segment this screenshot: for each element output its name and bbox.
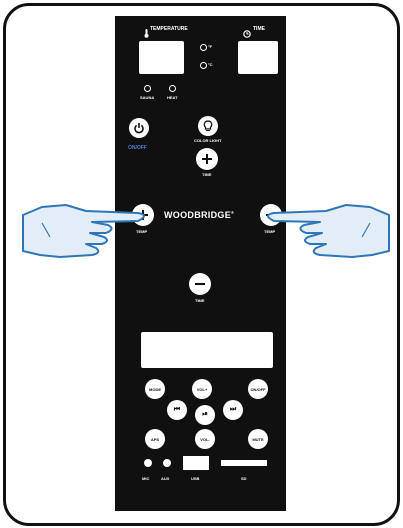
brand-logo: WOODBRIDGE® bbox=[164, 211, 234, 220]
time-minus-label: TIME bbox=[195, 299, 205, 303]
power-button[interactable] bbox=[129, 118, 149, 138]
previous-icon: ⏮ bbox=[174, 406, 180, 414]
clock-icon bbox=[243, 25, 251, 33]
media-display bbox=[141, 332, 273, 368]
time-minus-button[interactable] bbox=[189, 273, 211, 295]
volume-down-button[interactable]: VOL- bbox=[195, 429, 215, 449]
temperature-display bbox=[139, 41, 184, 74]
celsius-indicator bbox=[200, 62, 207, 69]
pointing-hand-right-icon bbox=[20, 201, 152, 263]
aux-label: AUX bbox=[161, 477, 169, 481]
next-track-button[interactable]: ⏭ bbox=[223, 400, 243, 420]
light-bulb-icon bbox=[203, 120, 213, 132]
play-pause-icon: ⏯ bbox=[202, 411, 208, 419]
fahrenheit-label: °F bbox=[208, 45, 212, 49]
time-plus-label: TIME bbox=[202, 173, 212, 177]
brand-name: WOODBRIDGE bbox=[164, 210, 231, 220]
play-pause-button[interactable]: ⏯ bbox=[195, 405, 215, 425]
time-plus-button[interactable] bbox=[196, 148, 218, 170]
next-icon: ⏭ bbox=[230, 406, 236, 414]
plus-icon bbox=[201, 153, 213, 165]
aps-button[interactable]: APS bbox=[145, 429, 165, 449]
sd-label: SD bbox=[241, 477, 247, 481]
heat-label: HEAT bbox=[167, 96, 178, 100]
power-icon bbox=[133, 122, 145, 134]
brand-mark: ® bbox=[231, 210, 234, 215]
volume-up-button[interactable]: VOL+ bbox=[192, 379, 212, 399]
usb-port[interactable] bbox=[183, 456, 209, 470]
temperature-label: TEMPERATURE bbox=[150, 27, 188, 32]
sauna-indicator bbox=[144, 85, 151, 92]
pointing-hand-left-icon bbox=[260, 201, 392, 263]
color-light-label: COLOR LIGHT bbox=[194, 139, 222, 143]
previous-track-button[interactable]: ⏮ bbox=[167, 400, 187, 420]
power-label: ON/OFF bbox=[128, 146, 147, 151]
mute-button[interactable]: MUTE bbox=[248, 429, 268, 449]
sauna-label: SAUNA bbox=[140, 96, 154, 100]
aux-port[interactable] bbox=[163, 459, 171, 467]
time-label: TIME bbox=[253, 27, 265, 32]
media-power-button[interactable]: ON/OFF bbox=[248, 379, 268, 399]
mic-label: MIC bbox=[142, 477, 149, 481]
usb-label: USB bbox=[191, 477, 199, 481]
minus-icon bbox=[194, 278, 206, 290]
sd-slot[interactable] bbox=[221, 460, 267, 466]
mode-button[interactable]: MODE bbox=[145, 379, 165, 399]
fahrenheit-indicator bbox=[200, 44, 207, 51]
time-display bbox=[238, 41, 278, 74]
thermometer-icon bbox=[144, 25, 149, 34]
color-light-button[interactable] bbox=[198, 116, 218, 136]
control-panel: TEMPERATURE TIME °F °C SAUNA HEAT ON/OFF… bbox=[115, 16, 286, 511]
mic-port[interactable] bbox=[144, 459, 152, 467]
heat-indicator bbox=[169, 85, 176, 92]
celsius-label: °C bbox=[208, 63, 213, 67]
